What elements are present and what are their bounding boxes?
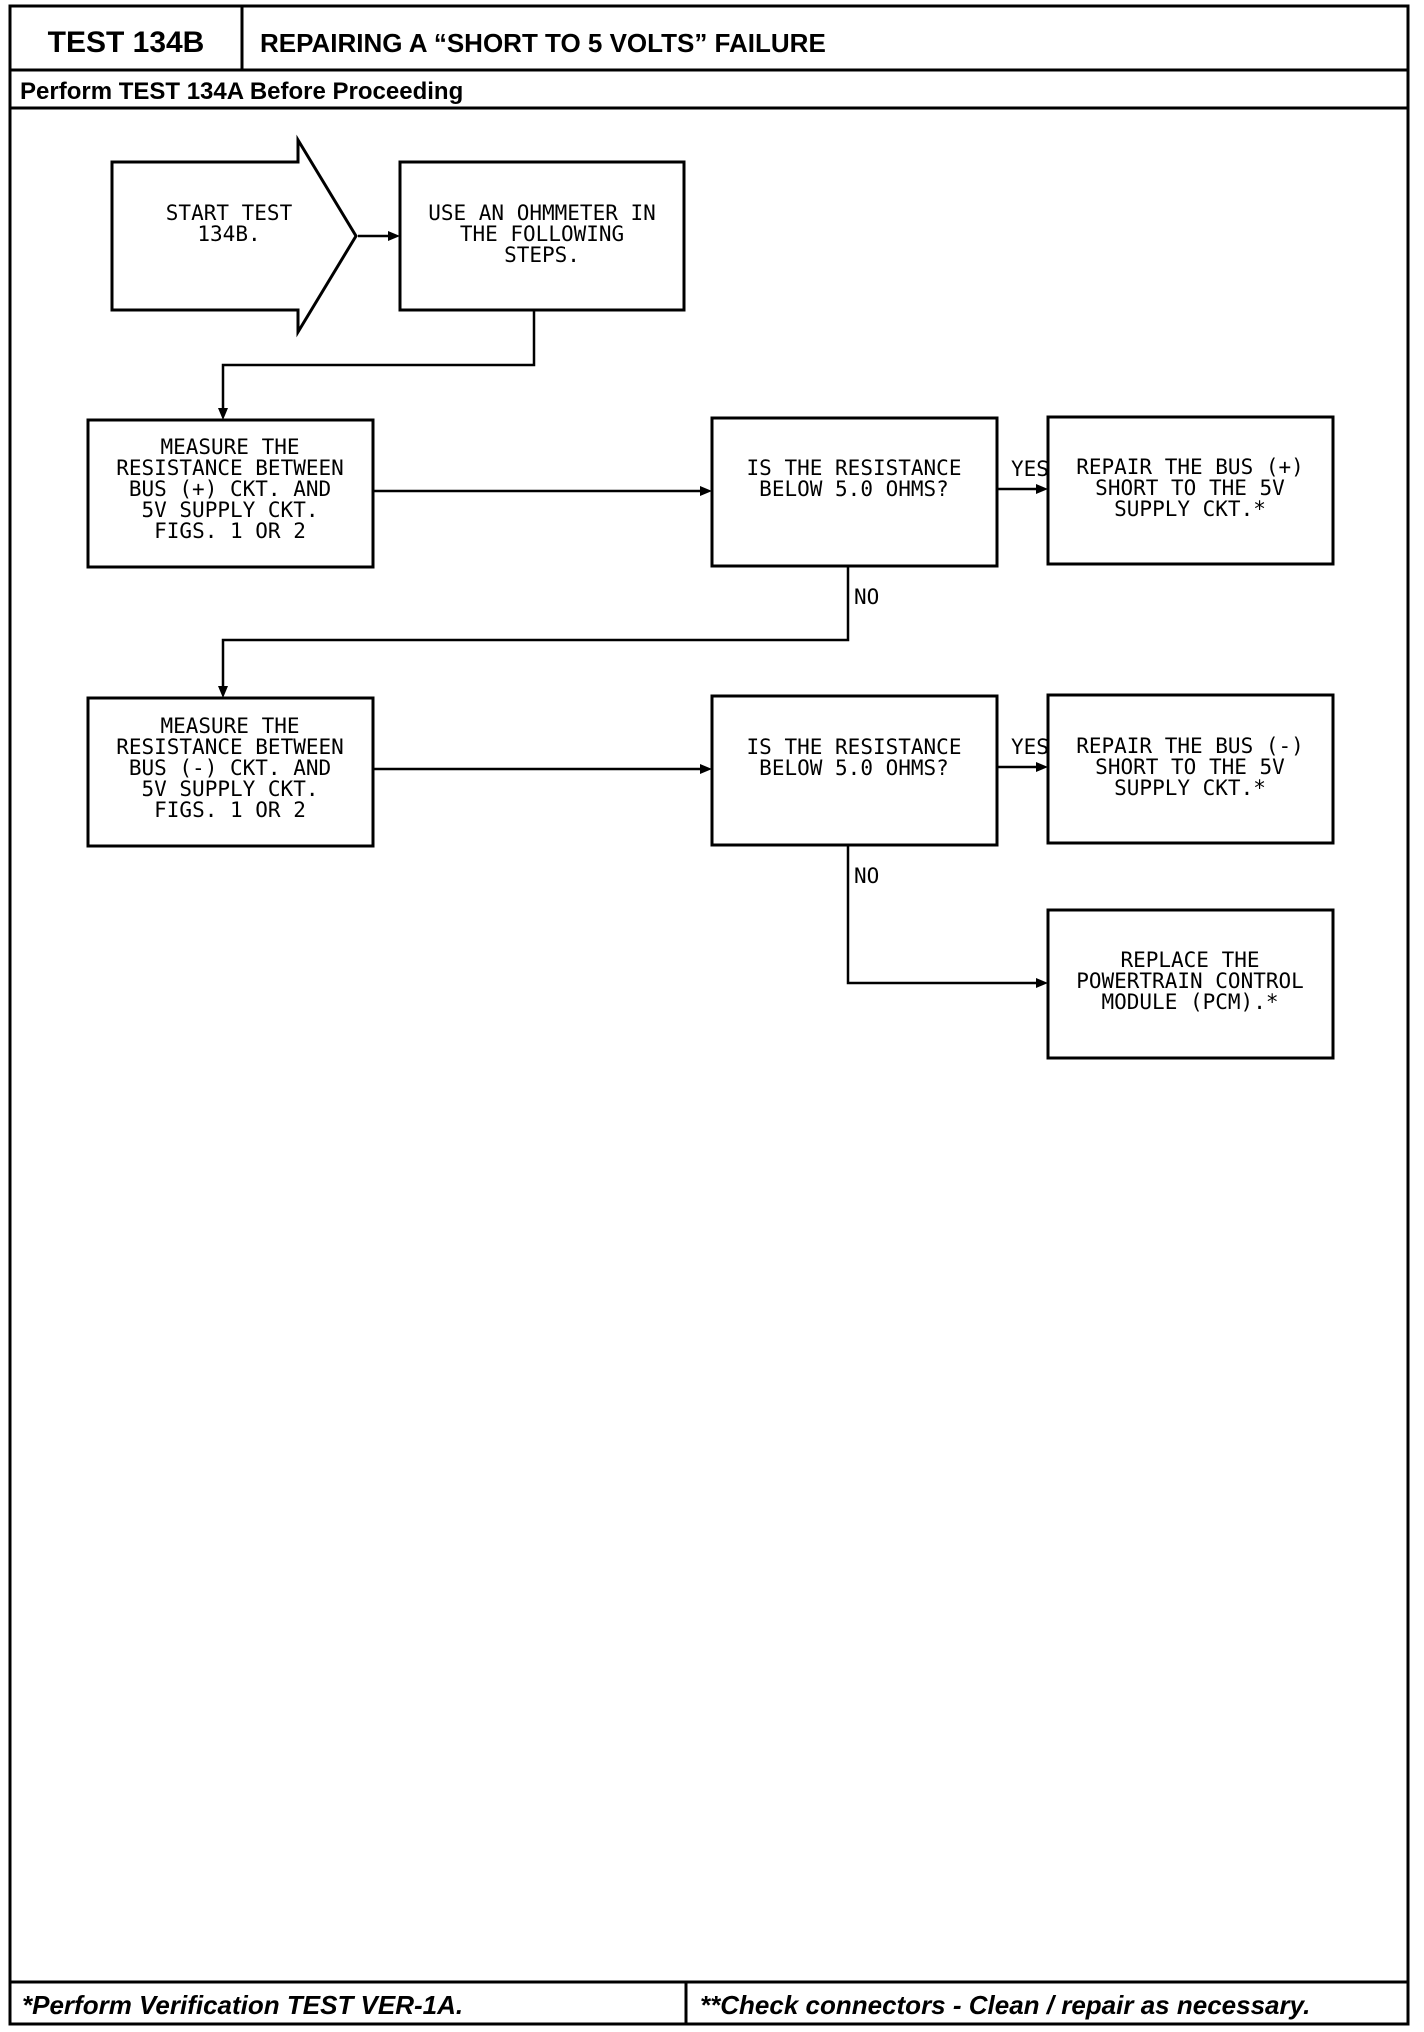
text-line: BUS (+) CKT. AND: [129, 477, 331, 501]
question-2-box: [710, 694, 999, 847]
text-line: POWERTRAIN CONTROL: [1076, 969, 1304, 993]
arrowhead: [218, 408, 228, 420]
text-line: IS THE RESISTANCE: [747, 456, 962, 480]
no-label-1: NO: [854, 585, 879, 609]
arrowhead: [218, 686, 228, 698]
text-line: MEASURE THE: [160, 435, 299, 459]
text-line: FIGS. 1 OR 2: [154, 519, 306, 543]
text-line: START TEST: [166, 201, 293, 225]
question-1-box: [710, 416, 999, 568]
text-line: THE FOLLOWING: [460, 222, 624, 246]
arrowhead: [700, 486, 712, 496]
text-line: SUPPLY CKT.*: [1114, 776, 1266, 800]
footer-note-right: **Check connectors - Clean / repair as n…: [700, 1990, 1310, 2020]
text-line: SHORT TO THE 5V: [1095, 476, 1285, 500]
text-line: BUS (-) CKT. AND: [129, 756, 331, 780]
repair-bus-plus-box: [1046, 415, 1335, 566]
replace-pcm-box: [1046, 908, 1335, 1060]
no-label-2: NO: [854, 864, 879, 888]
text-line: REPLACE THE: [1120, 948, 1259, 972]
measure-bus-plus-box: [86, 418, 375, 569]
connector-ohmmeter-to-measure-plus: [221, 310, 536, 410]
text-line: RESISTANCE BETWEEN: [116, 735, 344, 759]
test-id: TEST 134B: [48, 26, 205, 59]
text-line: BELOW 5.0 OHMS?: [759, 756, 949, 780]
arrowhead: [1036, 762, 1048, 772]
arrowhead: [700, 764, 712, 774]
text-line: RESISTANCE BETWEEN: [116, 456, 344, 480]
text-line: STEPS.: [504, 243, 580, 267]
page-title: REPAIRING A “SHORT TO 5 VOLTS” FAILURE: [260, 28, 826, 58]
text-line: REPAIR THE BUS (+): [1076, 455, 1304, 479]
connector-question-2-no: [846, 845, 1038, 985]
yes-label-1: YES: [1011, 457, 1049, 481]
text-line: MEASURE THE: [160, 714, 299, 738]
footer-note-left: *Perform Verification TEST VER-1A.: [22, 1990, 463, 2020]
text-line: FIGS. 1 OR 2: [154, 798, 306, 822]
text-line: MODULE (PCM).*: [1101, 990, 1278, 1014]
connector-question-1-no: [221, 566, 850, 688]
page-frame: [8, 4, 1410, 2026]
arrowhead: [1036, 484, 1048, 494]
text-line: 5V SUPPLY CKT.: [141, 777, 318, 801]
use-ohmmeter-box: [398, 160, 686, 312]
start-arrow-shape: [110, 134, 358, 338]
text-line: USE AN OHMMETER IN: [428, 201, 656, 225]
text-line: SHORT TO THE 5V: [1095, 755, 1285, 779]
text-line: 134B.: [197, 222, 260, 246]
arrowhead: [1036, 978, 1048, 988]
yes-label-2: YES: [1011, 735, 1049, 759]
arrowhead: [388, 231, 400, 241]
text-line: BELOW 5.0 OHMS?: [759, 477, 949, 501]
measure-bus-minus-box: [86, 696, 375, 848]
repair-bus-minus-box: [1046, 693, 1335, 845]
flow-connectors: [218, 231, 1048, 988]
page-subtitle: Perform TEST 134A Before Proceeding: [20, 78, 463, 105]
text-line: IS THE RESISTANCE: [747, 735, 962, 759]
text-line: REPAIR THE BUS (-): [1076, 734, 1304, 758]
text-line: 5V SUPPLY CKT.: [141, 498, 318, 522]
text-line: SUPPLY CKT.*: [1114, 497, 1266, 521]
